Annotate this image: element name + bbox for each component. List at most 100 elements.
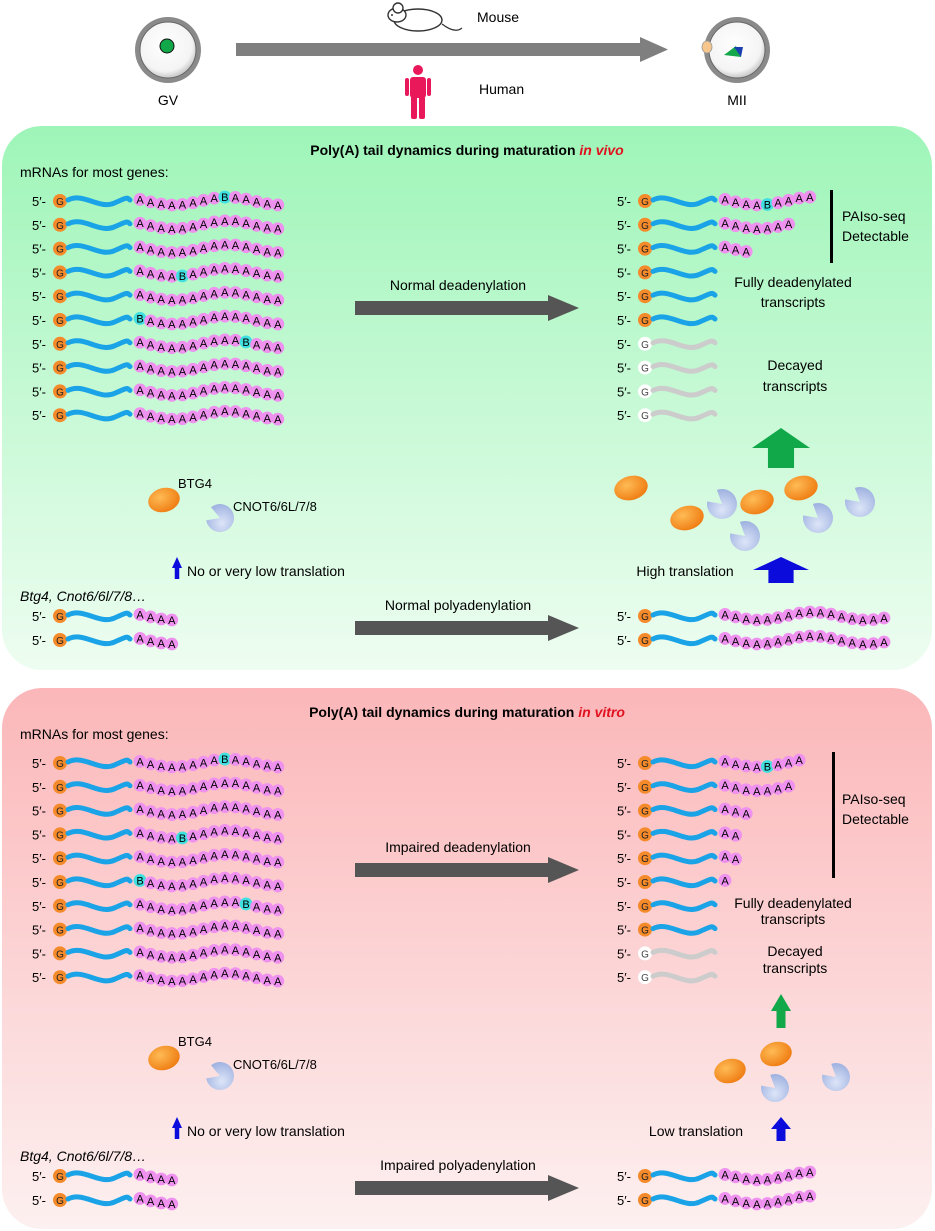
a-base-letter: A [721, 194, 729, 206]
a-base [154, 387, 168, 401]
a-base-letter: A [242, 970, 250, 982]
a-base-letter: A [179, 247, 187, 259]
mrna-body [65, 852, 133, 865]
a-base [218, 285, 232, 299]
cnot-protein-icon [206, 504, 234, 532]
five-prime-label: 5′- [32, 265, 46, 280]
a-base [176, 902, 189, 916]
a-base [207, 777, 221, 791]
a-base [260, 411, 274, 425]
a-base-letter: A [179, 904, 187, 916]
a-base-letter: A [732, 830, 740, 842]
a-base-letter: A [168, 929, 176, 941]
a-base [761, 783, 774, 797]
a-base [271, 293, 285, 307]
btg4-protein-icon [148, 487, 180, 513]
a-base-letter: A [168, 639, 176, 651]
a-base-letter: A [221, 873, 229, 885]
a-base-letter: A [168, 319, 176, 331]
a-base-letter: A [806, 1167, 814, 1179]
translation-arrow-icon [172, 1117, 182, 1139]
a-base-letter: A [232, 921, 240, 933]
b-base-letter: B [764, 199, 771, 211]
cap-g [53, 289, 67, 304]
a-base-letter: A [200, 805, 208, 817]
a-base-letter: A [274, 343, 282, 355]
a-base-letter: A [274, 833, 282, 845]
a-base [207, 944, 221, 957]
a-base [186, 948, 200, 962]
a-base [239, 216, 253, 230]
five-prime-label: 5′- [617, 361, 631, 376]
right-mrna-6: 5′-G [617, 313, 718, 328]
a-base [250, 409, 263, 423]
cap-g [638, 970, 652, 985]
a-base [186, 196, 200, 210]
a-base [260, 316, 274, 330]
a-base [144, 781, 158, 795]
a-base [133, 755, 147, 768]
a-base-letter: A [253, 363, 261, 375]
a-base-letter: A [168, 615, 176, 627]
five-prime-label: 5′- [617, 218, 631, 233]
a-base [729, 781, 742, 795]
paiso-label: PAIso-seq [842, 791, 906, 807]
a-base-letter: A [242, 289, 250, 301]
a-base-letter: A [147, 612, 155, 624]
a-base [133, 1168, 147, 1181]
a-base [154, 292, 168, 306]
a-base [154, 1172, 168, 1186]
a-base [197, 336, 211, 350]
a-base-letter: A [168, 414, 176, 426]
a-base [197, 217, 211, 231]
a-base [207, 896, 221, 910]
a-base-letter: A [158, 761, 166, 773]
a-base-letter: A [721, 828, 729, 840]
mrna-body [650, 314, 718, 327]
a-base [218, 381, 232, 394]
mrna-body [65, 828, 133, 841]
a-base-letter: A [753, 224, 761, 236]
a-base [260, 902, 274, 915]
a-base [761, 637, 774, 650]
a-base-letter: A [179, 390, 187, 402]
five-prime-label: 5′- [32, 408, 46, 423]
a-base-letter: A [274, 414, 282, 426]
a-base-letter: A [721, 875, 729, 887]
a-base-letter: A [806, 607, 814, 619]
a-base [718, 193, 732, 206]
process-label: Normal polyadenylation [385, 597, 531, 613]
a-base [144, 971, 158, 985]
right-mrna-4: 5′-G [617, 265, 718, 280]
a-base [729, 610, 742, 624]
a-base [761, 1197, 774, 1210]
a-base-letter: A [158, 880, 166, 892]
a-base [218, 919, 232, 933]
cap-g [53, 265, 67, 280]
mrna-body [65, 243, 133, 255]
a-base-letter: A [211, 265, 219, 277]
a-base [229, 357, 242, 371]
a-base-letter: A [827, 609, 835, 621]
a-base [165, 365, 179, 378]
a-base [186, 267, 200, 281]
a-base [271, 269, 285, 283]
a-base [718, 778, 732, 792]
a-base [154, 268, 168, 282]
a-base-letter: A [189, 222, 197, 234]
a-base-letter: A [179, 857, 187, 869]
five-prime-label: 5′- [617, 1193, 631, 1208]
five-prime-label: 5′- [617, 1169, 631, 1184]
mrna-body [65, 1170, 133, 1183]
a-base [239, 849, 253, 863]
a-base-letter: A [753, 200, 761, 212]
detectable-bracket [832, 752, 835, 878]
